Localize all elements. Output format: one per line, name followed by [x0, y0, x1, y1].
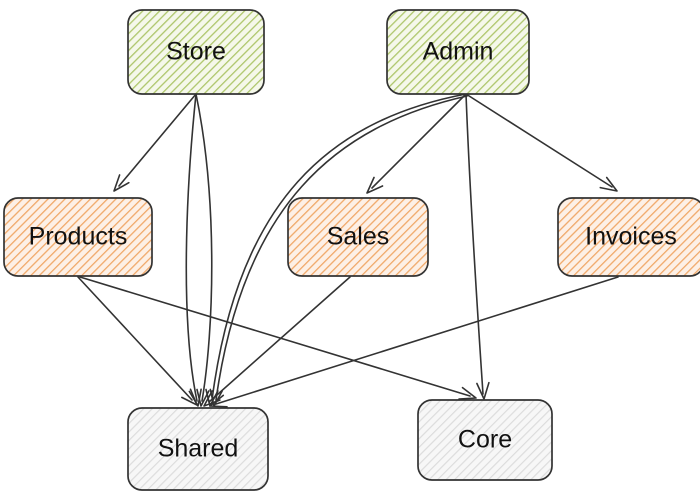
edge-admin-core: [465, 93, 490, 400]
edge-line: [211, 93, 467, 401]
edge-line: [77, 276, 193, 401]
arrow-head-icon: [209, 394, 228, 408]
node-box[interactable]: [127, 9, 265, 95]
arrow-head-icon: [188, 388, 202, 407]
node-products[interactable]: Products: [3, 197, 153, 277]
edge-line: [371, 93, 467, 189]
node-box[interactable]: [287, 197, 429, 277]
edge-store-products: [113, 93, 197, 192]
node-core[interactable]: Core: [417, 399, 553, 481]
node-shared[interactable]: Shared: [127, 407, 269, 491]
edge-layer: [77, 93, 619, 408]
edge-line: [465, 93, 484, 395]
arrow-head-icon: [476, 381, 490, 400]
edge-products-shared: [77, 276, 198, 406]
edge-products-core: [79, 276, 477, 400]
node-box[interactable]: [417, 399, 553, 481]
arrow-head-icon: [366, 176, 384, 194]
edge-line: [215, 276, 619, 405]
node-sales[interactable]: Sales: [287, 197, 429, 277]
node-invoices[interactable]: Invoices: [557, 197, 700, 277]
arrow-head-icon: [113, 174, 130, 192]
arrow-head-icon: [458, 386, 477, 400]
edge-admin-sales: [366, 93, 467, 194]
arrow-head-icon: [196, 388, 210, 407]
node-box[interactable]: [386, 9, 530, 95]
node-store[interactable]: Store: [127, 9, 265, 95]
edge-sales-shared: [203, 276, 351, 407]
edge-line: [195, 93, 213, 402]
edge-line: [185, 93, 198, 402]
edge-line: [465, 93, 613, 188]
edge-line: [79, 276, 471, 397]
arrow-head-icon: [599, 176, 618, 192]
edge-admin-invoices: [465, 93, 618, 192]
node-admin[interactable]: Admin: [386, 9, 530, 95]
edge-line: [118, 93, 197, 187]
edge-store-shared-a: [185, 93, 202, 407]
node-box[interactable]: [557, 197, 700, 277]
edge-store-shared-b: [195, 93, 213, 407]
edge-line: [215, 95, 468, 401]
arrow-head-icon: [181, 388, 198, 406]
edge-line: [208, 276, 351, 403]
node-box[interactable]: [127, 407, 269, 491]
node-box[interactable]: [3, 197, 153, 277]
edge-invoices-shared: [209, 276, 619, 408]
